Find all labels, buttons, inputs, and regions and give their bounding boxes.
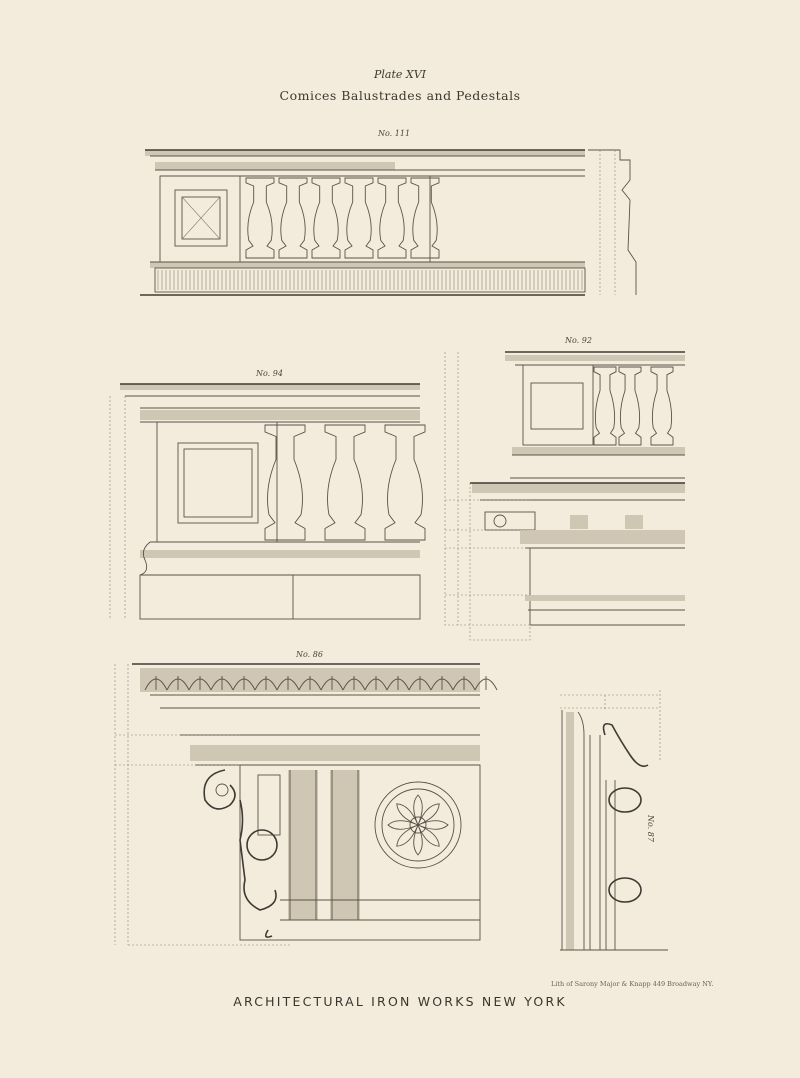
baluster [311,177,341,259]
lithographer-credit: Lith of Sarony Major & Knapp 449 Broadwa… [551,980,714,988]
rosette-petals [387,794,449,856]
plate-number: Plate XVI [373,68,427,81]
baluster [278,177,308,259]
baluster [650,366,674,446]
drawing-no-111 [140,149,637,296]
baluster [344,177,374,259]
drawing-no-94 [109,383,426,620]
drawing-label-111: No. 111 [378,129,411,138]
publisher-footer: ARCHITECTURAL IRON WORKS NEW YORK [233,994,567,1009]
drawing-label-94: No. 94 [256,369,283,378]
baluster [245,177,275,259]
drawing-no-92 [444,351,685,641]
drawing-no-87 [560,690,668,951]
flutes [157,270,583,290]
leaf-ornament [144,676,498,691]
baluster [264,424,306,541]
drawing-label-86: No. 86 [296,650,323,659]
baluster [410,177,440,259]
baluster [618,366,642,446]
baluster [384,424,426,541]
drawing-no-86 [114,663,498,946]
baluster [324,424,366,541]
baluster [593,366,617,446]
baluster [377,177,407,259]
drawing-label-92: No. 92 [565,336,592,345]
plate-title: Comices Balustrades and Pedestals [279,88,521,103]
